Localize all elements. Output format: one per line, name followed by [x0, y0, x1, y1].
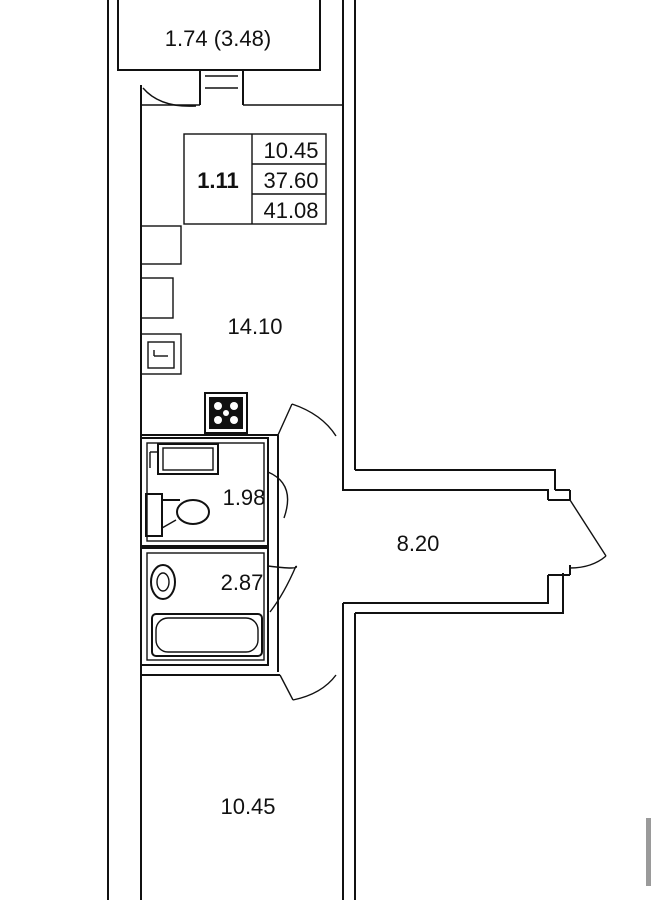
bathtub-icon [151, 613, 263, 657]
balcony-area-label: 1.74 (3.48) [165, 26, 271, 51]
stove-icon [204, 392, 248, 434]
kitchen-counter [140, 225, 182, 375]
exterior-wall-left [107, 0, 142, 900]
hallway-area-label: 8.20 [397, 531, 440, 556]
toilet-icon [145, 493, 210, 537]
hallway-walls [342, 432, 607, 614]
sink-icon [150, 564, 176, 600]
bathroom-door [267, 565, 298, 613]
apartment-number: 1.11 [197, 168, 239, 193]
area-with-balcony-value: 41.08 [263, 198, 318, 223]
scroll-thumb[interactable] [646, 818, 651, 886]
kitchen-door [141, 403, 337, 437]
kitchen-area-label: 14.10 [227, 314, 282, 339]
info-box [183, 133, 327, 225]
bathroom-area-label: 2.87 [221, 570, 264, 595]
area-total-value: 37.60 [263, 168, 318, 193]
balcony [117, 0, 343, 107]
bedroom-area-label: 10.45 [220, 794, 275, 819]
bedroom-walls [141, 674, 337, 701]
toilet-area-label: 1.98 [223, 485, 266, 510]
exterior-wall-right [342, 0, 356, 900]
area-living-value: 10.45 [263, 138, 318, 163]
toilet-door [267, 471, 289, 519]
